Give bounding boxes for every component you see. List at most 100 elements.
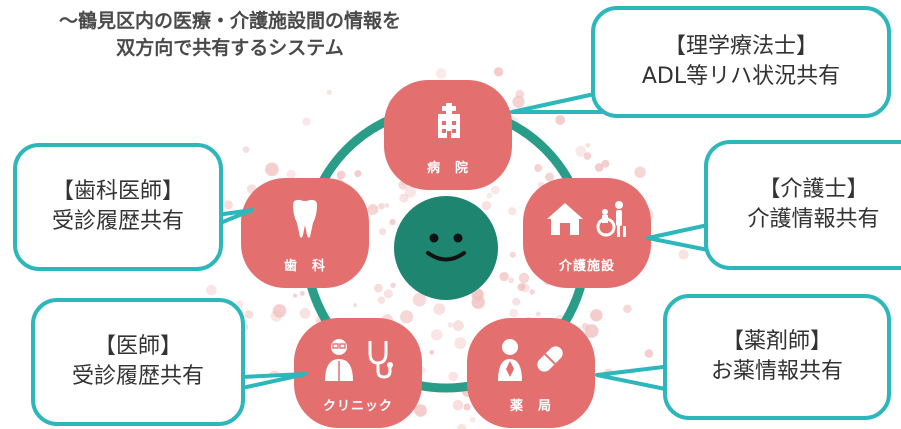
background-dot <box>493 67 504 77</box>
background-dot <box>379 228 387 236</box>
background-dot <box>286 169 296 179</box>
background-dot <box>508 277 515 284</box>
background-dot <box>509 308 518 318</box>
background-dot <box>452 399 464 411</box>
background-dot <box>463 403 471 411</box>
background-dot <box>555 115 566 125</box>
bubble-caregiver-role: 【介護士】 <box>758 177 869 202</box>
node-hospital: 病 院 <box>384 80 512 190</box>
background-dot <box>270 310 283 322</box>
background-dot <box>336 170 346 180</box>
pharmacist-icon <box>498 339 522 381</box>
bubble-doctor-role: 【医師】 <box>93 334 182 359</box>
bubble-pharmacist-role: 【薬剤師】 <box>721 329 832 354</box>
background-dot <box>377 296 386 305</box>
background-dot <box>545 172 554 182</box>
node-dental-label: 歯 科 <box>283 259 326 274</box>
bubble-dentist-text: 受診履歴共有 <box>51 209 184 234</box>
background-dot <box>378 202 385 210</box>
bubble-physical-therapist: 【理学療法士】 ADL等リハ状況共有 <box>591 6 891 118</box>
background-dot <box>623 304 632 314</box>
background-dot <box>354 170 362 178</box>
background-dot <box>242 146 250 154</box>
bubble-dentist: 【歯科医師】 受診履歴共有 <box>13 143 223 271</box>
background-dot <box>414 404 427 417</box>
background-dot <box>353 303 358 308</box>
background-dot <box>299 291 305 296</box>
background-dot <box>520 282 526 288</box>
background-dot <box>404 186 417 198</box>
background-dot <box>447 322 453 328</box>
background-dot <box>367 204 379 215</box>
background-dot <box>594 163 604 172</box>
background-dot <box>486 193 492 199</box>
smiley-face-center <box>394 196 498 300</box>
bubble-caregiver: 【介護士】 介護情報共有 <box>704 140 901 270</box>
background-dot <box>508 207 517 216</box>
pill-icon <box>537 346 563 372</box>
node-care-facility-label: 介護施設 <box>558 259 615 274</box>
background-dot <box>400 310 414 324</box>
background-dot <box>454 337 467 350</box>
background-dot <box>534 164 542 172</box>
tooth-icon <box>293 199 317 238</box>
background-dot <box>326 89 332 95</box>
background-dot <box>244 310 254 319</box>
background-dot <box>299 308 311 319</box>
smiley-icon <box>426 233 466 262</box>
bubble-doctor: 【医師】 受診履歴共有 <box>31 298 245 426</box>
node-pharmacy: 薬 局 <box>467 318 595 428</box>
pointer-pharmacist <box>595 363 681 394</box>
background-dot <box>265 162 279 177</box>
background-dot <box>390 282 396 288</box>
wheelchair-icon <box>596 201 626 237</box>
background-dot <box>471 288 484 301</box>
background-dot <box>412 292 427 307</box>
node-dental: 歯 科 <box>241 178 369 288</box>
background-dot <box>509 251 516 258</box>
background-dot <box>585 143 591 148</box>
house-icon <box>547 203 583 235</box>
background-dot <box>518 272 530 284</box>
background-dot <box>389 219 396 226</box>
background-dot <box>272 304 287 318</box>
node-clinic-label: クリニック <box>322 399 393 414</box>
background-dot <box>223 200 233 210</box>
background-dot <box>584 324 599 338</box>
background-dot <box>373 283 383 293</box>
node-care-facility: 介護施設 <box>523 178 651 288</box>
background-dot <box>601 159 610 168</box>
background-dot <box>515 89 525 99</box>
background-dot <box>453 320 464 332</box>
background-dot <box>469 416 476 423</box>
background-dot <box>399 193 409 203</box>
background-dot <box>583 152 592 160</box>
background-dot <box>429 349 435 355</box>
doctor-icon <box>325 339 353 381</box>
bubble-caregiver-text: 介護情報共有 <box>747 207 880 232</box>
background-dot <box>575 145 587 157</box>
background-dot <box>293 293 298 298</box>
background-dot <box>499 271 509 282</box>
background-dot <box>383 289 393 299</box>
background-dot <box>435 68 447 79</box>
page-title: ～鶴見区内の医療・介護施設間の情報を 双方向で共有するシステム <box>0 8 500 62</box>
background-dot <box>644 349 654 358</box>
bubble-dentist-role: 【歯科医師】 <box>51 179 184 204</box>
background-dot <box>384 203 390 208</box>
bubble-pharmacist-text: お薬情報共有 <box>710 359 843 384</box>
background-dot <box>512 95 525 109</box>
background-dot <box>431 329 443 341</box>
background-dot <box>490 185 500 195</box>
background-dot <box>457 423 467 429</box>
background-dot <box>206 284 217 296</box>
background-dot <box>481 200 492 211</box>
background-dot <box>590 309 603 322</box>
background-dot <box>529 289 535 295</box>
background-dot <box>448 371 459 382</box>
pointer-caregiver <box>646 223 709 252</box>
node-clinic: クリニック <box>294 318 422 428</box>
background-dot <box>433 303 446 315</box>
node-pharmacy-label: 薬 局 <box>509 399 552 414</box>
bubble-pt-role: 【理学療法士】 <box>663 34 818 59</box>
